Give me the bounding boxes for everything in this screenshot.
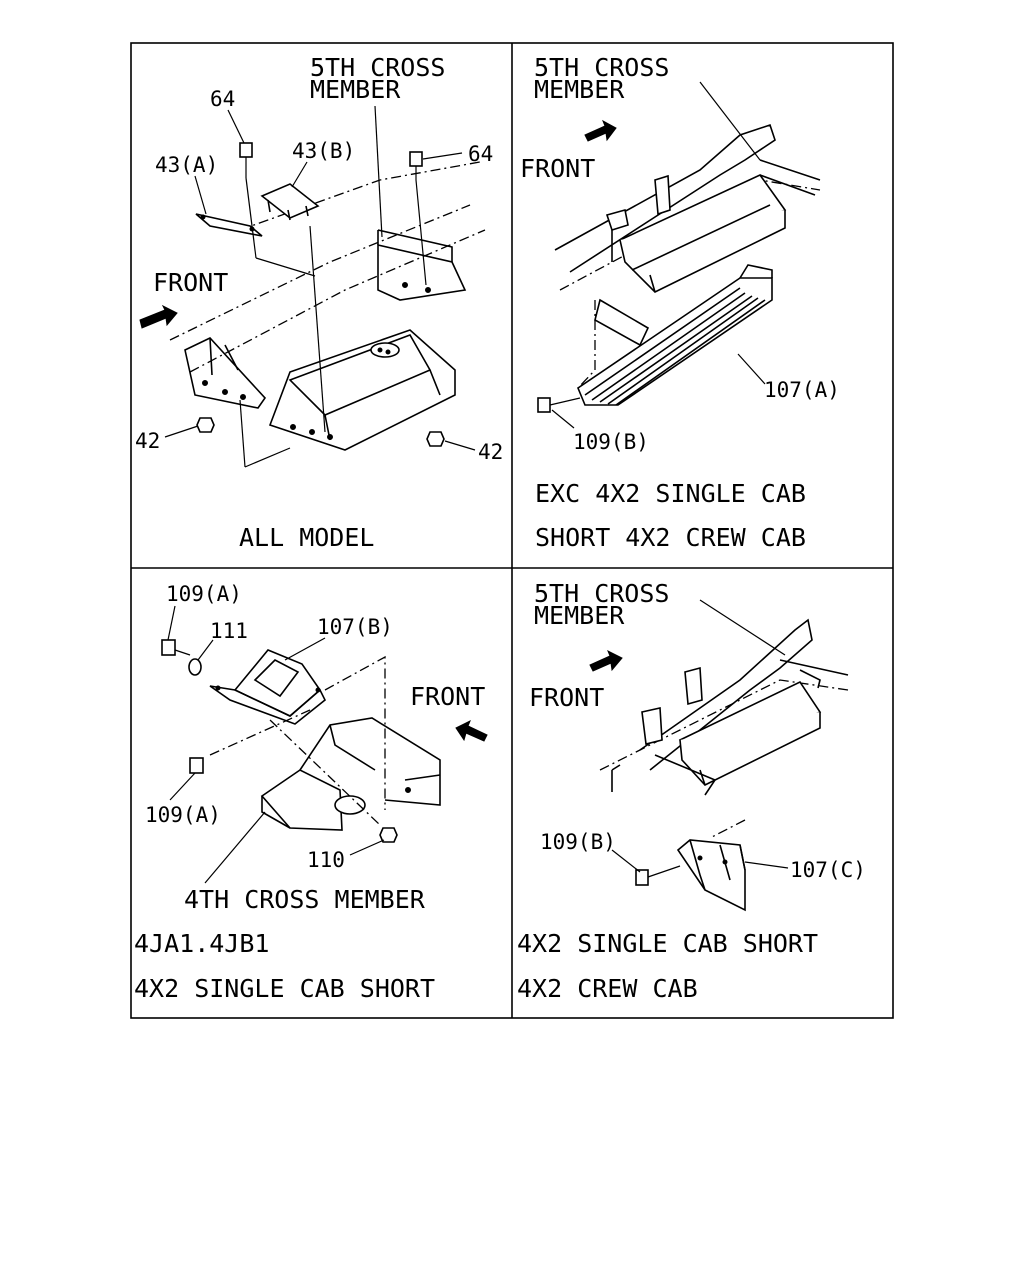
- cross-member-label-line1: 5TH CROSS: [310, 53, 445, 82]
- panel-4ja1-4jb1: 109(A) 111 107(B) FRONT 109(A) 110 4TH C…: [134, 582, 488, 1003]
- panel-4x2-single-cab-short: 5TH CROSS MEMBER FRONT 109(B) 107(C) 4X2…: [517, 579, 866, 1003]
- callout-43a: 43(A): [155, 153, 218, 177]
- cross-member-label-line1: 5TH CROSS: [534, 579, 669, 608]
- panel-caption-line1: 4X2 SINGLE CAB SHORT: [517, 929, 818, 958]
- protector-107b-drawing: [161, 605, 488, 884]
- protector-107c-drawing: [589, 599, 849, 912]
- cross-member-label-line1: 5TH CROSS: [534, 53, 669, 82]
- callout-109a-bottom: 109(A): [145, 803, 221, 827]
- panel-exc-4x2-single-cab: 5TH CROSS MEMBER FRONT 107(A) 109(B) EXC…: [520, 53, 840, 552]
- fuel-tank-drawing: [139, 105, 486, 468]
- callout-64-left: 64: [210, 87, 235, 111]
- callout-109a-top: 109(A): [166, 582, 242, 606]
- callout-111: 111: [210, 619, 248, 643]
- callout-43b: 43(B): [292, 139, 355, 163]
- callout-42-left: 42: [135, 429, 160, 453]
- callout-42-right: 42: [478, 440, 503, 464]
- cross-member-label-line2: MEMBER: [534, 75, 625, 104]
- front-direction-label: FRONT: [410, 682, 485, 711]
- callout-109b: 109(B): [573, 430, 649, 454]
- front-direction-label: FRONT: [529, 683, 604, 712]
- panel-caption-line2: SHORT 4X2 CREW CAB: [535, 523, 806, 552]
- callout-110: 110: [307, 848, 345, 872]
- callout-107c: 107(C): [790, 858, 866, 882]
- cross-member-label-line2: MEMBER: [534, 601, 625, 630]
- panel-caption: ALL MODEL: [239, 523, 374, 552]
- fuel-tank-protector-drawing: [537, 81, 821, 429]
- panel-caption-line2: 4X2 CREW CAB: [517, 974, 698, 1003]
- panel-caption-line2: 4X2 SINGLE CAB SHORT: [134, 974, 435, 1003]
- front-direction-label: FRONT: [153, 268, 228, 297]
- cross-member-label-line2: MEMBER: [310, 75, 401, 104]
- panel-caption-line1: EXC 4X2 SINGLE CAB: [535, 479, 806, 508]
- front-direction-label: FRONT: [520, 154, 595, 183]
- cross-member-label: 4TH CROSS MEMBER: [184, 885, 426, 914]
- callout-107b: 107(B): [317, 615, 393, 639]
- panel-all-model: 5TH CROSS MEMBER 64 64 43(A) 43(B) FRONT…: [135, 53, 503, 552]
- panel-caption-line1: 4JA1.4JB1: [134, 929, 269, 958]
- callout-109b: 109(B): [540, 830, 616, 854]
- diagram-frame: [130, 42, 894, 1019]
- callout-107a: 107(A): [764, 378, 840, 402]
- callout-64-right: 64: [468, 142, 493, 166]
